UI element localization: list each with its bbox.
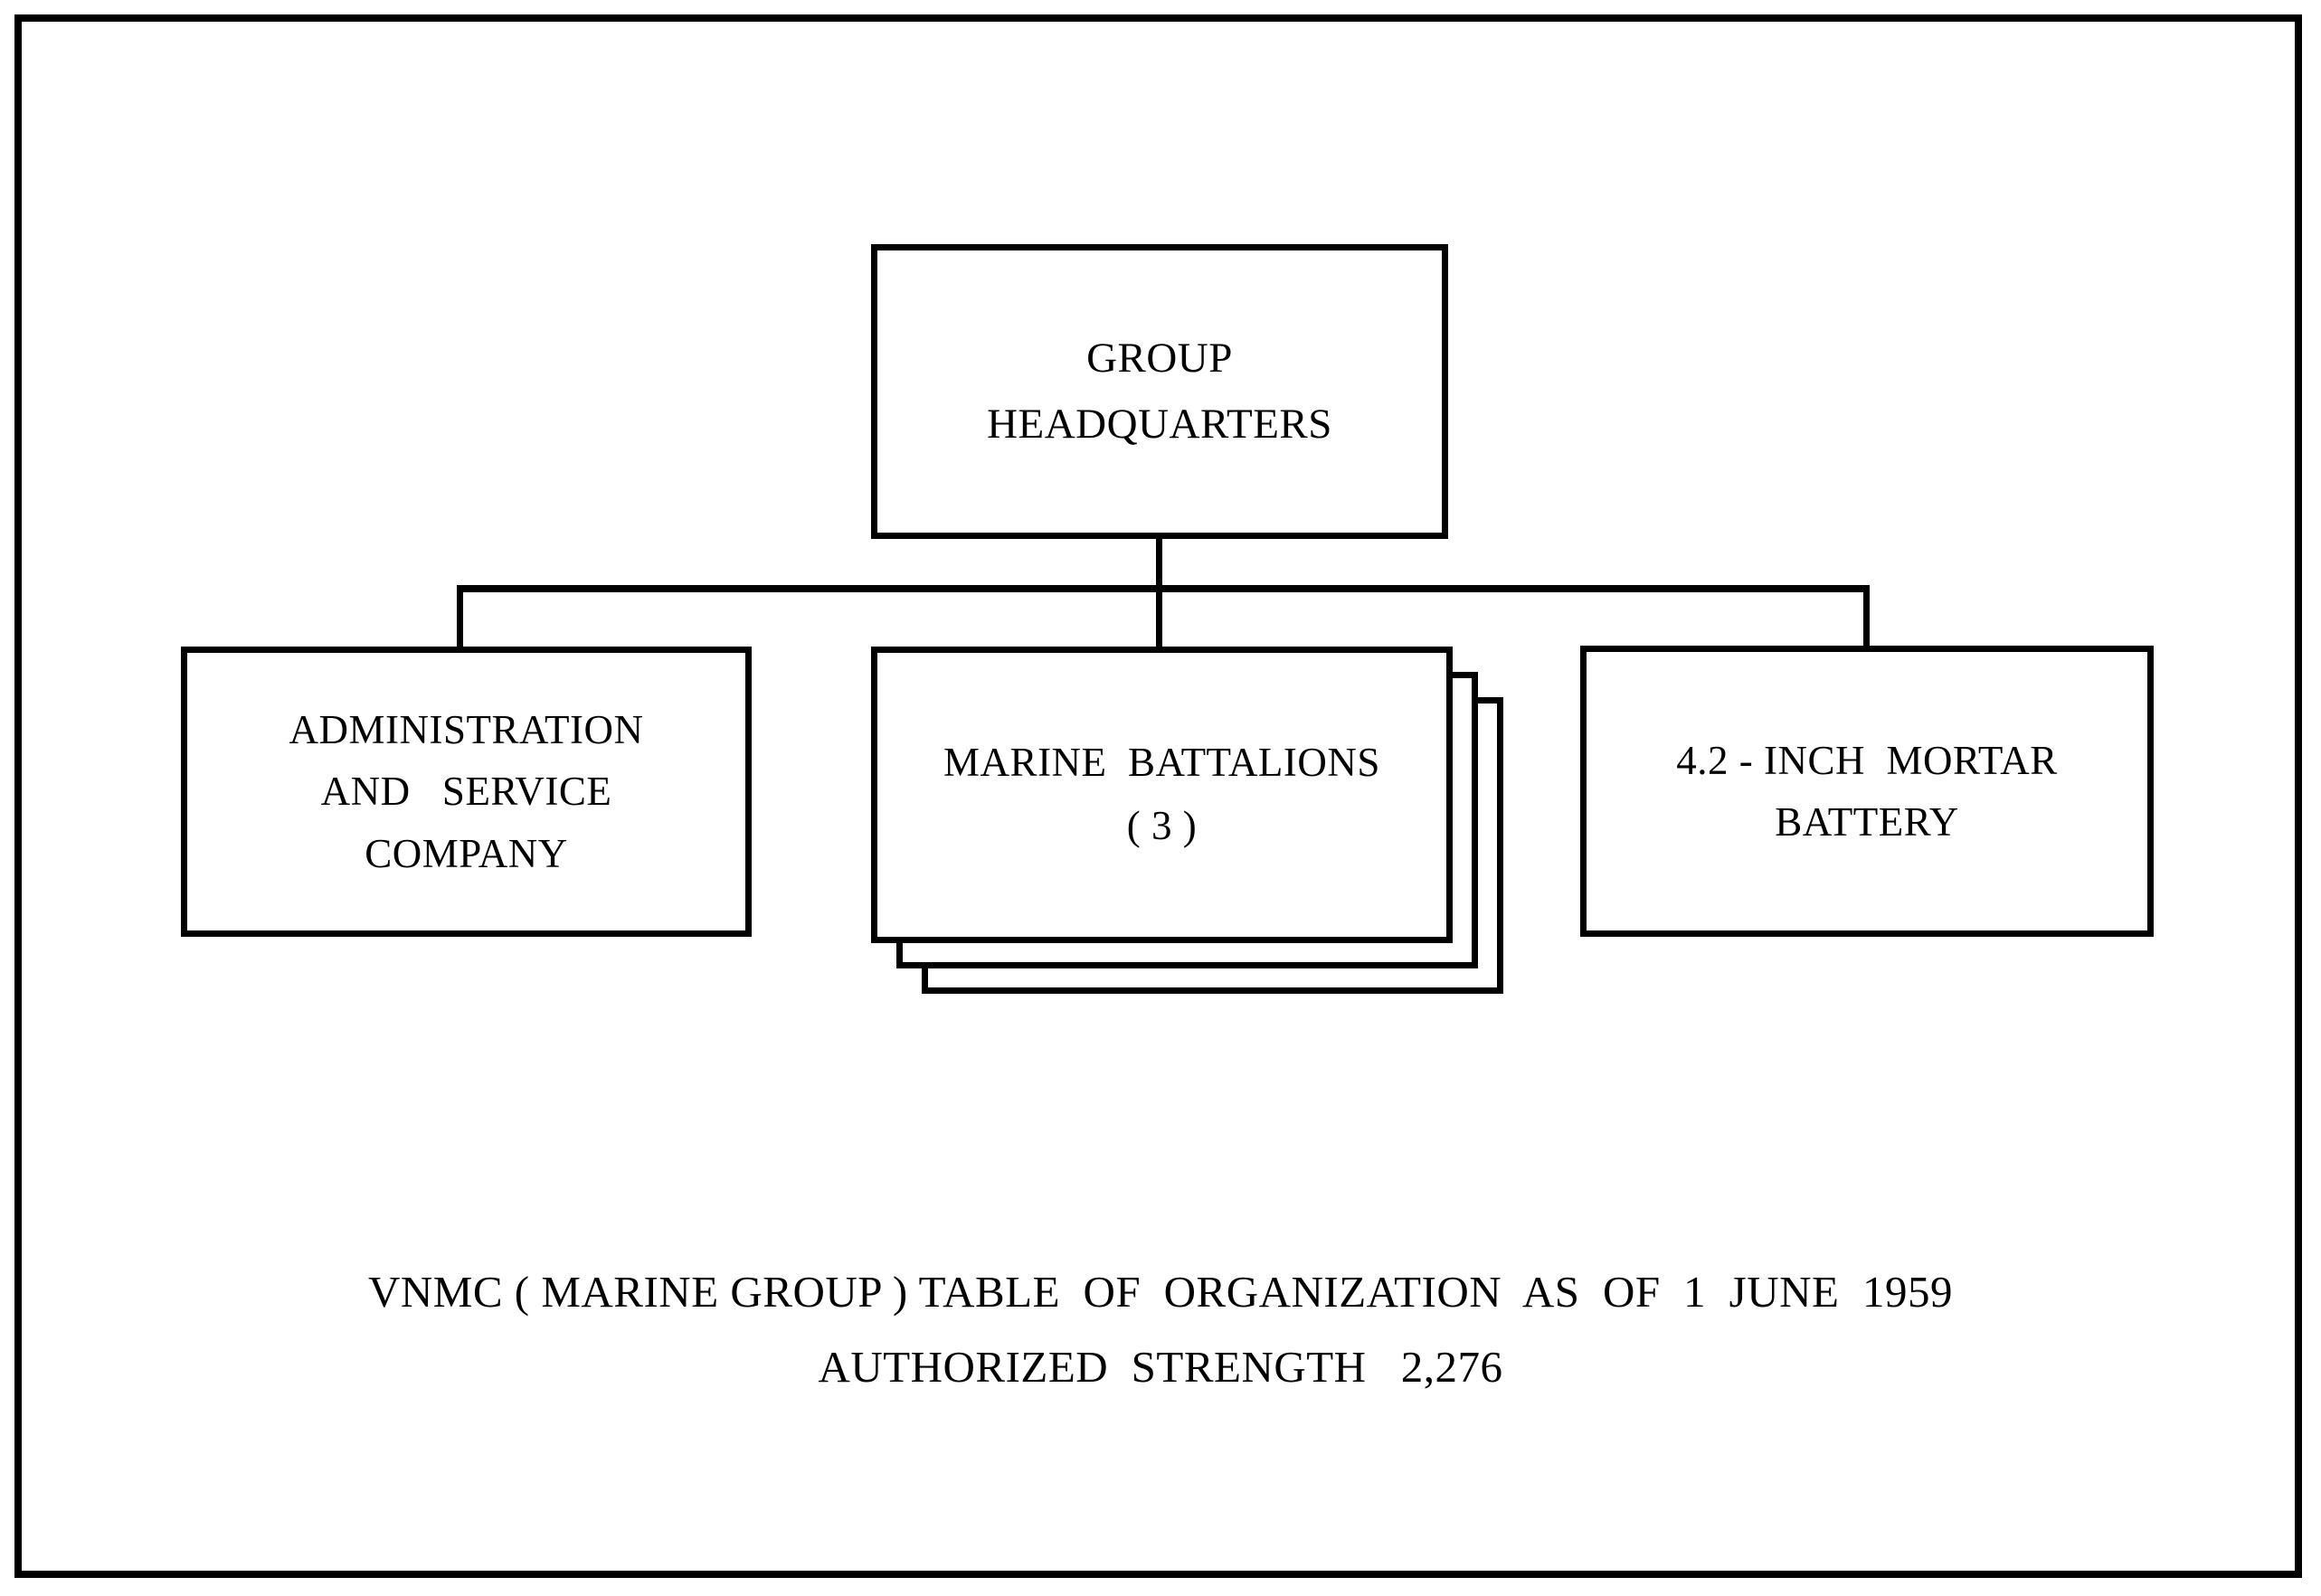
connector-leg-right <box>1863 585 1870 648</box>
node-mortar-battery-line-2: BATTERY <box>1775 799 1959 845</box>
node-mortar-battery-line-1: 4.2 - INCH MORTAR <box>1676 737 2058 783</box>
node-group-headquarters-line-2: HEADQUARTERS <box>987 401 1332 448</box>
node-administration-line-2: AND SERVICE <box>320 769 612 815</box>
node-administration-line-1: ADMINISTRATION <box>289 706 644 752</box>
node-marine-battalions[interactable]: MARINE BATTALIONS ( 3 ) <box>871 647 1453 943</box>
connector-leg-left <box>457 585 463 648</box>
node-mortar-battery[interactable]: 4.2 - INCH MORTAR BATTERY <box>1580 646 2154 937</box>
caption-title: VNMC ( MARINE GROUP ) TABLE OF ORGANIZAT… <box>368 1267 1953 1317</box>
connector-leg-center <box>1156 585 1162 648</box>
connector-headquarters-drop <box>1156 539 1162 591</box>
node-administration-line-3: COMPANY <box>365 830 568 876</box>
node-marine-battalions-line-2: ( 3 ) <box>1126 803 1198 848</box>
node-marine-battalions-stack: MARINE BATTALIONS ( 3 ) <box>871 647 1504 999</box>
caption-authorized-strength: AUTHORIZED STRENGTH 2,276 <box>818 1342 1503 1392</box>
connector-horizontal-bus <box>457 585 1870 592</box>
node-group-headquarters-line-1: GROUP <box>1086 335 1233 382</box>
node-administration-and-service-company[interactable]: ADMINISTRATION AND SERVICE COMPANY <box>181 647 752 937</box>
page-border-frame <box>14 14 2302 1578</box>
node-group-headquarters[interactable]: GROUP HEADQUARTERS <box>871 244 1448 539</box>
node-marine-battalions-line-1: MARINE BATTALIONS <box>943 740 1380 786</box>
